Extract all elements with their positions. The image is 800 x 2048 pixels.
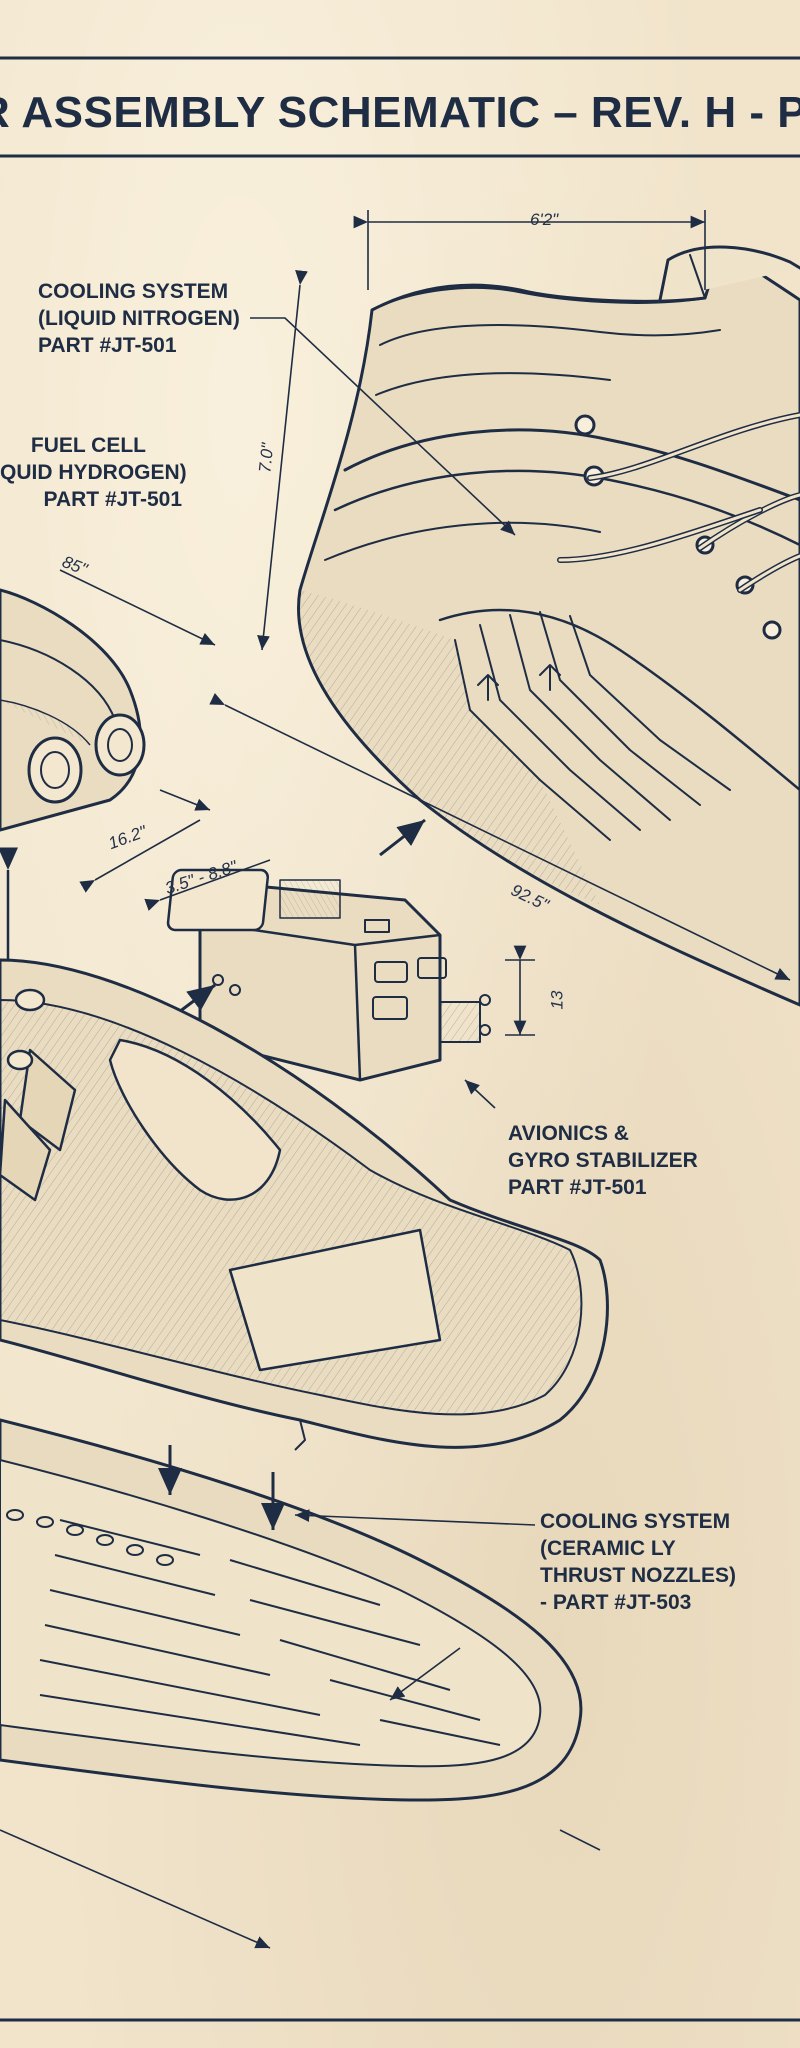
thrust-nozzles — [0, 988, 77, 1202]
callout-line: - PART #JT-503 — [540, 1591, 692, 1614]
fuel-cell-tank — [0, 588, 146, 1000]
callout-line: (LIQUID NITROGEN) — [38, 307, 240, 330]
callout-line: COOLING SYSTEM — [38, 280, 229, 303]
callout-line: (CERAMIC LY — [540, 1537, 676, 1560]
callout-line: PART #JT-501 — [43, 488, 183, 511]
outsole-treads — [39, 1519, 501, 1746]
dim-width-top: 6'2" — [530, 210, 559, 229]
callout-line: AVIONICS & — [508, 1122, 629, 1145]
callout-line: FUEL CELL — [30, 434, 146, 457]
callout-line: PART #JT-501 — [508, 1176, 647, 1199]
sheet-title: R ASSEMBLY SCHEMATIC – REV. H - PR — [0, 88, 800, 137]
boot-upper — [297, 245, 800, 1007]
callout-line: PART #JT-501 — [38, 334, 177, 357]
callout-fuel-cell: FUEL CELL QUID HYDROGEN) PART #JT-501 — [0, 432, 187, 513]
midsole-frame — [0, 958, 609, 1451]
callout-cooling-system-bottom: COOLING SYSTEM (CERAMIC LY THRUST NOZZLE… — [540, 1508, 736, 1616]
callout-line: THRUST NOZZLES) — [540, 1564, 736, 1587]
callout-line: GYRO STABILIZER — [508, 1149, 698, 1172]
dim-height-side: 7.0" — [255, 442, 278, 474]
outsole-dots — [6, 1509, 174, 1566]
dimension-lines — [0, 210, 791, 1949]
callout-avionics: AVIONICS & GYRO STABILIZER PART #JT-501 — [508, 1120, 698, 1201]
callout-line: COOLING SYSTEM — [540, 1510, 731, 1533]
callout-cooling-system-top: COOLING SYSTEM (LIQUID NITROGEN) PART #J… — [38, 278, 240, 359]
outsole — [0, 1418, 583, 1802]
dim-module-height: 13 — [547, 990, 567, 1010]
callout-line: QUID HYDROGEN) — [0, 461, 187, 484]
leader-lines — [250, 317, 536, 1701]
